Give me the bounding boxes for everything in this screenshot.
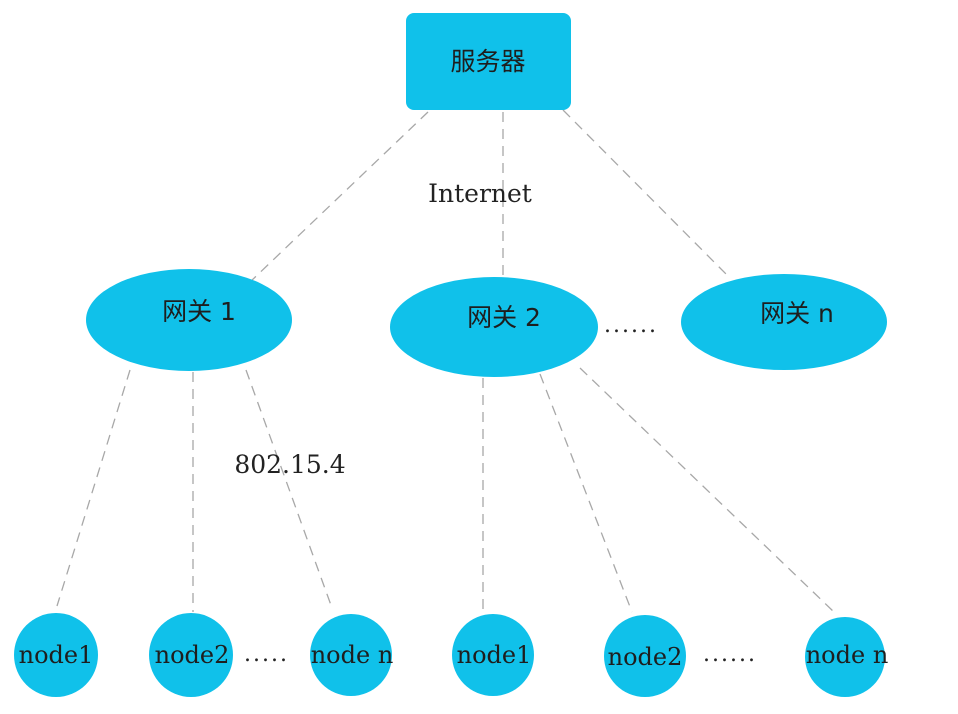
node-2-1-label: node1 xyxy=(457,641,532,669)
node-1-2: node2 xyxy=(149,613,233,697)
node-1-2-label: node2 xyxy=(155,641,230,669)
link-gateway-2-node-2 xyxy=(539,373,633,613)
gateway-ellipsis: ...... xyxy=(604,313,658,338)
link-gateway-1-node-n xyxy=(245,369,333,609)
link-gateway-2-node-n xyxy=(579,367,835,613)
node-2-2-label: node2 xyxy=(608,643,683,671)
node-2-1: node1 xyxy=(452,614,534,696)
server-box: 服务器 xyxy=(406,13,571,110)
gateway-2: 网关 2 xyxy=(390,277,598,377)
node-1-n-label: node n xyxy=(311,641,394,669)
node-ellipsis-2: ...... xyxy=(703,642,757,667)
link-gateway-1-node-1 xyxy=(56,369,131,607)
node-2-n: node n xyxy=(805,617,888,697)
protocol-label: 802.15.4 xyxy=(234,450,345,479)
gateway-1-label: 网关 1 xyxy=(162,297,236,326)
server-label: 服务器 xyxy=(450,47,525,76)
link-server-gateway-n xyxy=(562,109,729,277)
gateway-2-label: 网关 2 xyxy=(467,303,541,332)
node-1-1: node1 xyxy=(14,613,98,697)
node-2-2: node2 xyxy=(604,615,686,697)
internet-label: Internet xyxy=(428,179,532,208)
node-ellipsis-1: ..... xyxy=(244,642,289,667)
node-1-n: node n xyxy=(310,614,393,696)
gateway-n-label: 网关 n xyxy=(760,299,834,328)
gateway-1: 网关 1 xyxy=(86,269,292,371)
node-2-n-label: node n xyxy=(806,641,889,669)
gateway-n: 网关 n xyxy=(681,274,887,370)
node-1-1-label: node1 xyxy=(19,641,94,669)
link-server-gateway-1 xyxy=(249,111,429,283)
